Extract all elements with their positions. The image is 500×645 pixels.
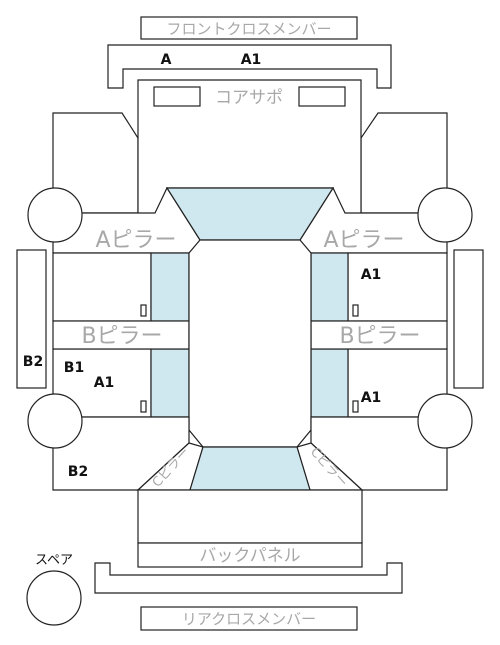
grade-right-rear-door: A1 — [361, 390, 382, 406]
back-panel-label: バックパネル — [199, 546, 300, 566]
grade-left-rear-fender: B2 — [68, 464, 88, 480]
left-b-pillar-label: Bピラー — [81, 324, 162, 349]
left-front-door-handle[interactable] — [140, 304, 147, 317]
grade-left-rear-door-b1: B1 — [64, 360, 84, 376]
right-rear-door-handle[interactable] — [352, 400, 359, 413]
grade-front-member-a: A — [161, 52, 172, 68]
rear-cross-member-box[interactable] — [140, 606, 358, 631]
right-rear-window[interactable] — [310, 348, 349, 418]
left-front-door[interactable] — [52, 252, 152, 322]
spare-label: スペア — [35, 553, 73, 568]
grade-right-front-door: A1 — [361, 267, 382, 283]
rear-left-wheel[interactable] — [27, 393, 83, 449]
rear-window[interactable] — [189, 446, 311, 491]
grade-front-member-a1: A1 — [241, 52, 262, 68]
trunk-lid[interactable] — [137, 489, 363, 544]
core-support-label: コアサポ — [215, 88, 283, 108]
front-cross-member[interactable] — [107, 44, 392, 89]
left-rear-door-handle[interactable] — [140, 400, 147, 413]
left-front-window[interactable] — [150, 252, 190, 322]
grade-left-rear-door-a1: A1 — [94, 375, 115, 391]
rear-cross-member[interactable] — [94, 562, 403, 594]
rear-cross-member-label: リアクロスメンバー — [182, 610, 316, 628]
right-b-pillar-label: Bピラー — [339, 324, 420, 349]
right-headlight[interactable] — [298, 86, 346, 107]
left-headlight[interactable] — [153, 86, 201, 107]
right-a-pillar-label: Aピラー — [323, 228, 404, 253]
right-sill[interactable] — [453, 249, 484, 389]
front-cross-member-label: フロントクロスメンバー — [166, 20, 331, 38]
grade-left-sill: B2 — [23, 354, 43, 370]
front-right-wheel[interactable] — [417, 187, 473, 243]
back-panel[interactable] — [137, 542, 363, 568]
left-a-pillar-label: Aピラー — [95, 228, 176, 253]
front-cross-member-box[interactable] — [140, 16, 358, 40]
right-front-door-handle[interactable] — [352, 304, 359, 317]
front-left-wheel[interactable] — [27, 187, 83, 243]
rear-right-wheel[interactable] — [417, 393, 473, 449]
spare-tire[interactable] — [26, 570, 82, 626]
left-rear-window[interactable] — [150, 348, 190, 418]
left-sill[interactable] — [16, 249, 47, 389]
right-front-window[interactable] — [310, 252, 349, 322]
roof[interactable] — [188, 239, 312, 448]
right-front-door[interactable] — [347, 252, 448, 322]
